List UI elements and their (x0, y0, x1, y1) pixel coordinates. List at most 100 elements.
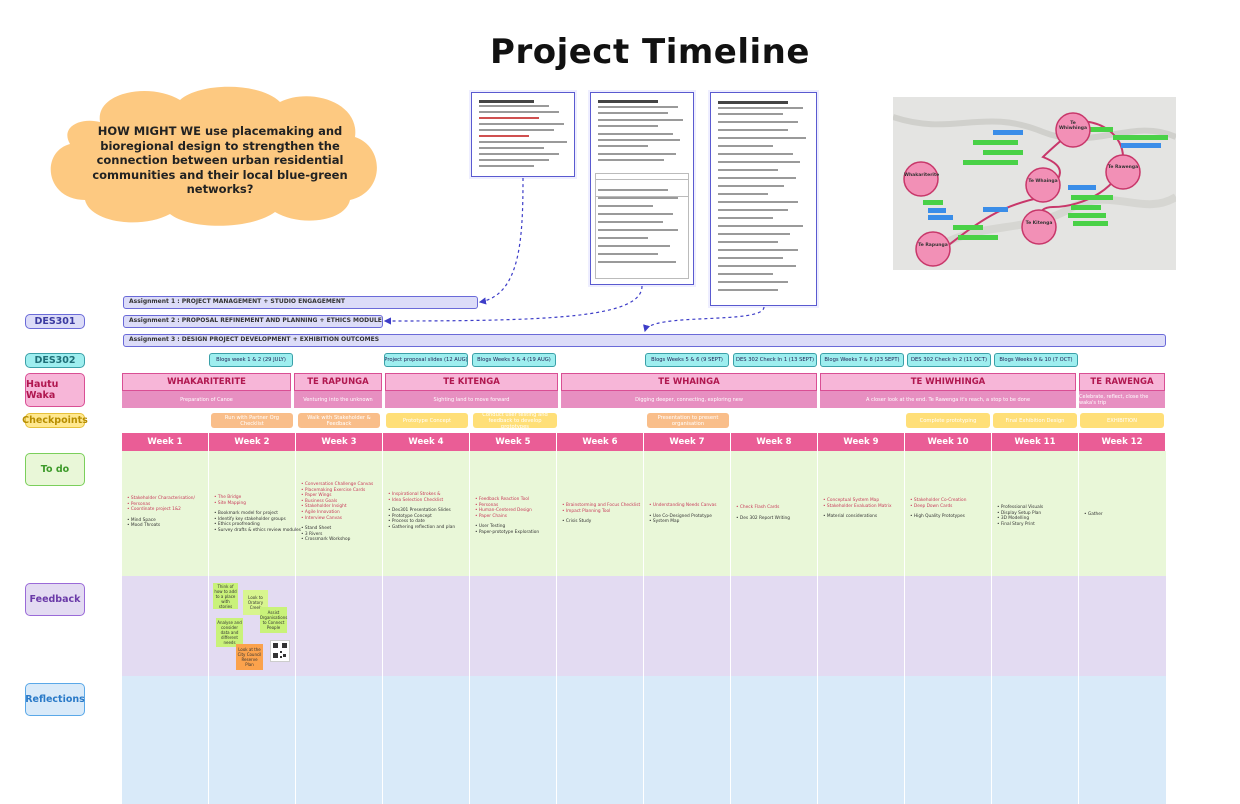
week-header: Week 10 (905, 433, 991, 451)
todo-item: • Paper Wings (301, 493, 332, 499)
todo-item: • Mind Space (127, 517, 156, 523)
todo-item: • Site Mapping (214, 500, 246, 506)
todo-item: • Check Flash Cards (736, 505, 780, 510)
todo-item: • Business Goals (301, 498, 338, 504)
column-divider (643, 451, 644, 804)
label-des302: DES302 (25, 353, 85, 368)
assignment-1-bar[interactable]: Assignment 1 : PROJECT MANAGEMENT + STUD… (123, 296, 478, 309)
todo-item: • Placemaking Exercise Cards (301, 487, 366, 493)
map-node-label: Te Kitenga (1025, 221, 1053, 226)
todo-item: • Des 302 Report Writing (736, 515, 790, 521)
checkpoint[interactable]: EXHIBITION (1080, 413, 1164, 428)
todo-item: • Stakeholder Insight (301, 504, 347, 510)
journey-map-graphic (893, 112, 1176, 267)
column-divider (469, 451, 470, 804)
map-node-label: Whakariterite (904, 173, 940, 178)
qr-code-icon[interactable] (270, 640, 290, 662)
todo-item: • Understanding Needs Canvas (649, 503, 717, 508)
question-cloud (50, 86, 377, 226)
blog-deadline[interactable]: Blogs Weeks 7 & 8 (23 SEPT) (820, 353, 904, 367)
feedback-sticky-note[interactable]: Analyse and consider data and different … (216, 618, 243, 647)
todo-item: • Material considerations (823, 514, 878, 520)
week-header: Week 5 (470, 433, 556, 451)
blog-deadline[interactable]: Blogs Weeks 3 & 4 (19 AUG) (472, 353, 556, 367)
todo-item: • Agile Innovation (301, 509, 340, 515)
map-node-label: Te Rapunga (918, 243, 948, 248)
todo-list-week-2: • The Bridge• Site Mapping• Bookmark mod… (214, 495, 301, 534)
blog-deadline[interactable]: Blogs Weeks 5 & 6 (9 SEPT) (645, 353, 729, 367)
assignment-3-bar[interactable]: Assignment 3 : DESIGN PROJECT DEVELOPMEN… (123, 334, 1166, 347)
todo-list-week-10: • Stakeholder Co-Creation• Deep Down Car… (910, 498, 966, 520)
document-thumbnail-2[interactable] (590, 92, 694, 285)
todo-item: • Identify key stakeholder groups (214, 516, 286, 522)
todo-list-week-6: • Brainstorming and Focus Checklist• Imp… (562, 503, 640, 525)
week-header: Week 3 (296, 433, 382, 451)
phase-te-kitenga-desc: Sighting land to move forward (385, 391, 558, 408)
phase-te-rapunga-desc: Venturing into the unknown (294, 391, 382, 408)
todo-item: • Conceptual System Map (823, 498, 880, 503)
label-checkpoints: Checkpoints (22, 413, 88, 428)
phase-te-rapunga[interactable]: TE RAPUNGA (294, 373, 382, 391)
assignment-2-bar[interactable]: Assignment 2 : PROPOSAL REFINEMENT AND P… (123, 315, 383, 328)
phase-te-kitenga[interactable]: TE KITENGA (385, 373, 558, 391)
question-text: HOW MIGHT WE use placemaking and bioregi… (92, 124, 348, 196)
week-header: Week 12 (1079, 433, 1165, 451)
todo-item: • Crisis Study (562, 519, 592, 525)
phase-te-whiwhinga-desc: A closer look at the end. Te Rawenga it'… (820, 391, 1076, 408)
checkpoint[interactable]: Run with Partner Org Checklist (211, 413, 293, 428)
column-divider (904, 451, 905, 804)
feedback-sticky-note[interactable]: Assist Organisations to Connect People (260, 607, 287, 633)
week-header: Week 7 (644, 433, 730, 451)
phase-te-rawenga-desc: Celebrate, reflect, close the waka's tri… (1079, 391, 1165, 408)
todo-list-week-4: • Inspirational Strokes &• Idea Selectio… (388, 492, 455, 531)
todo-item: • Stand Sheet (301, 526, 332, 532)
feedback-sticky-note[interactable]: Look at the City Council Reserve Plan (236, 644, 263, 670)
todo-item: • Stakeholder Co-Creation (910, 498, 967, 503)
label-reflections: Reflections (25, 683, 85, 716)
todo-item: • Impact Planning Tool (562, 508, 611, 514)
phase-whakariterite[interactable]: WHAKARITERITE (122, 373, 291, 391)
feedback-band (122, 576, 1166, 676)
label-des301: DES301 (25, 314, 85, 329)
checkpoint[interactable]: Walk with Stakeholder & Feedback (298, 413, 380, 428)
label-hautu-waka: Hautu Waka (25, 373, 85, 407)
todo-item: • Deep Down Cards (910, 503, 953, 509)
feedback-sticky-note[interactable]: Think of how to add to a place with stor… (213, 583, 238, 609)
checkpoint[interactable]: Presentation to present organisation (647, 413, 729, 428)
reflections-band (122, 676, 1166, 804)
phase-te-whiwhinga[interactable]: TE WHIWHINGA (820, 373, 1076, 391)
column-divider (556, 451, 557, 804)
checkpoint[interactable]: Conduct user testing and feedback to dev… (473, 413, 557, 428)
todo-item: • Interview Canvas (301, 515, 343, 521)
week-header: Week 1 (122, 433, 208, 451)
todo-item: • Professional Visuals (997, 505, 1044, 510)
todo-item: • Gathering reflection and plan (388, 524, 456, 530)
checkpoint[interactable]: Prototype Concept (386, 413, 468, 428)
blog-deadline[interactable]: DES 302 Check In 1 (13 SEPT) (733, 353, 817, 367)
checkpoint[interactable]: Complete prototyping (906, 413, 990, 428)
todo-item: • Paper Chains (475, 513, 507, 519)
document-thumbnail-1[interactable] (471, 92, 575, 177)
document-thumbnail-3[interactable] (710, 92, 817, 306)
column-divider (817, 451, 818, 804)
todo-item: • Paper-prototype Exploration (475, 529, 540, 535)
column-divider (208, 451, 209, 804)
checkpoint[interactable]: Final Exhibition Design (993, 413, 1077, 428)
todo-item: • Stakeholder Characterisation/ (127, 496, 195, 501)
blog-deadline[interactable]: Project proposal slides (12 AUG) (384, 353, 468, 367)
todo-list-week-9: • Conceptual System Map• Stakeholder Eva… (823, 498, 892, 520)
blog-deadline[interactable]: Blogs Weeks 9 & 10 (7 OCT) (994, 353, 1078, 367)
todo-list-week-11: • Professional Visuals• Display Setup Pl… (997, 505, 1043, 527)
todo-item: • Use Co-Designed Prototype (649, 513, 712, 519)
journey-map[interactable]: Te Whiwhinga Te Rawenga Whakariterite Te… (893, 97, 1176, 270)
todo-list-week-8: • Check Flash Cards • Des 302 Report Writ… (736, 505, 790, 521)
todo-item: • Des301 Presentation Slides (388, 508, 451, 514)
blog-deadline[interactable]: Blogs week 1 & 2 (29 JULY) (209, 353, 293, 367)
phase-te-whainga[interactable]: TE WHAINGA (561, 373, 817, 391)
todo-item: • Brainstorming and Focus Checklist (562, 503, 641, 508)
blog-deadline[interactable]: DES 302 Check In 2 (11 OCT) (907, 353, 991, 367)
week-header: Week 6 (557, 433, 643, 451)
phase-te-rawenga[interactable]: TE RAWENGA (1079, 373, 1165, 391)
column-divider (1078, 451, 1079, 804)
